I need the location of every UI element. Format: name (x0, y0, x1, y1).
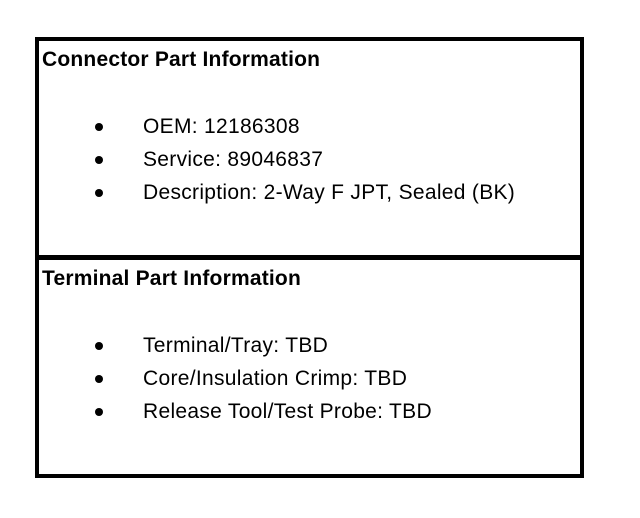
bullet-icon (95, 122, 103, 131)
list-item-service: Service: 89046837 (42, 143, 574, 176)
list-item-oem: OEM: 12186308 (42, 110, 574, 143)
connector-section-title: Connector Part Information (42, 48, 321, 71)
terminal-section-title: Terminal Part Information (42, 267, 301, 290)
bullet-icon (95, 188, 103, 197)
list-item-text: Description: 2-Way F JPT, Sealed (BK) (143, 180, 516, 204)
bullet-icon (95, 341, 103, 350)
bullet-icon (95, 407, 103, 416)
terminal-bullet-list: Terminal/Tray: TBD Core/Insulation Crimp… (42, 329, 574, 428)
list-item-core-insulation-crimp: Core/Insulation Crimp: TBD (42, 362, 574, 395)
list-item-text: Release Tool/Test Probe: TBD (143, 399, 432, 423)
bullet-icon (95, 155, 103, 164)
terminal-part-info-section: Terminal Part Information Terminal/Tray:… (39, 255, 580, 474)
list-item-description: Description: 2-Way F JPT, Sealed (BK) (42, 176, 574, 209)
bullet-icon (95, 374, 103, 383)
list-item-text: OEM: 12186308 (143, 114, 300, 138)
list-item-text: Core/Insulation Crimp: TBD (143, 366, 408, 390)
list-item-text: Service: 89046837 (143, 147, 324, 171)
list-item-release-tool-test-probe: Release Tool/Test Probe: TBD (42, 395, 574, 428)
connector-part-info-section: Connector Part Information OEM: 12186308… (39, 41, 580, 255)
list-item-terminal-tray: Terminal/Tray: TBD (42, 329, 574, 362)
list-item-text: Terminal/Tray: TBD (143, 333, 329, 357)
connector-bullet-list: OEM: 12186308 Service: 89046837 Descript… (42, 110, 574, 209)
part-information-panel: Connector Part Information OEM: 12186308… (35, 37, 584, 478)
